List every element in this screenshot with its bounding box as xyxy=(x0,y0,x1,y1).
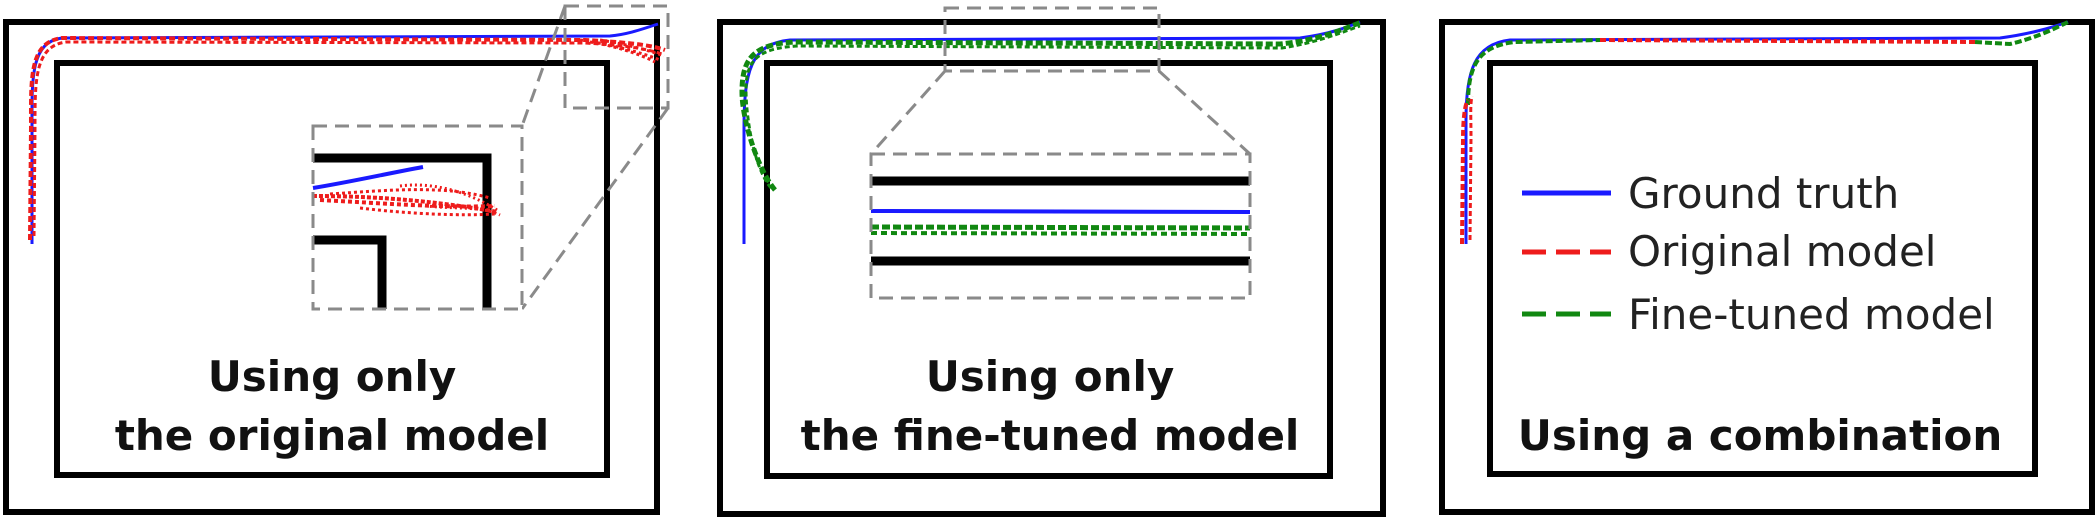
original-model-trajectory xyxy=(28,35,666,241)
panel-original-model: Using only the original model xyxy=(3,4,670,515)
inset-original-scatter xyxy=(319,198,496,209)
zoom-inset-frame xyxy=(311,124,524,311)
fine-tuned-segment xyxy=(1974,20,2069,47)
outer-wall xyxy=(717,19,1386,517)
zoom-source-box xyxy=(563,4,670,110)
inset-original-scatter xyxy=(329,188,496,217)
panel-caption-line1: Using only xyxy=(926,352,1175,401)
zoom-inset xyxy=(311,124,524,311)
panel-caption-line1: Using only xyxy=(208,352,457,401)
outer-wall xyxy=(1439,19,2095,515)
inset-wall xyxy=(313,153,492,309)
fine-tuned-model-trajectory xyxy=(744,24,1361,189)
outer-wall xyxy=(3,19,660,515)
inset-fine-tuned xyxy=(870,231,1251,236)
inner-wall xyxy=(764,60,1333,479)
inset-ground-truth xyxy=(870,209,1251,214)
legend-label-fine-tuned: Fine-tuned model xyxy=(1628,290,1995,339)
fine-tuned-model-trajectory xyxy=(739,19,1363,192)
legend: Ground truth Original model Fine-tuned m… xyxy=(1522,169,1995,339)
zoom-inset xyxy=(869,152,1252,300)
panel-caption-line2: the fine-tuned model xyxy=(801,411,1300,460)
zoom-connector xyxy=(1157,69,1252,156)
panel-combination: Ground truth Original model Fine-tuned m… xyxy=(1439,19,2095,515)
inner-wall xyxy=(54,60,610,478)
inset-original-scatter xyxy=(399,183,501,217)
original-model-trajectory xyxy=(32,40,663,237)
panel-fine-tuned-model: Using only the fine-tuned model xyxy=(717,6,1386,517)
zoom-connector xyxy=(520,107,670,310)
fine-tuned-segment xyxy=(1466,38,1601,106)
panel-caption: Using a combination xyxy=(1518,411,2003,460)
original-segment xyxy=(1468,95,1474,241)
zoom-inset-frame xyxy=(869,152,1252,300)
inset-wall xyxy=(313,235,387,309)
zoom-source-box xyxy=(943,6,1161,73)
original-model-scatter xyxy=(579,38,665,64)
zoom-connector xyxy=(869,70,947,155)
inset-fine-tuned xyxy=(870,224,1251,231)
panel-caption-line2: the original model xyxy=(115,411,549,460)
original-segment xyxy=(1460,98,1470,245)
legend-label-ground-truth: Ground truth xyxy=(1628,169,1899,218)
inset-ground-truth xyxy=(312,165,424,190)
legend-label-original: Original model xyxy=(1628,227,1936,276)
inner-wall xyxy=(1487,60,2038,477)
